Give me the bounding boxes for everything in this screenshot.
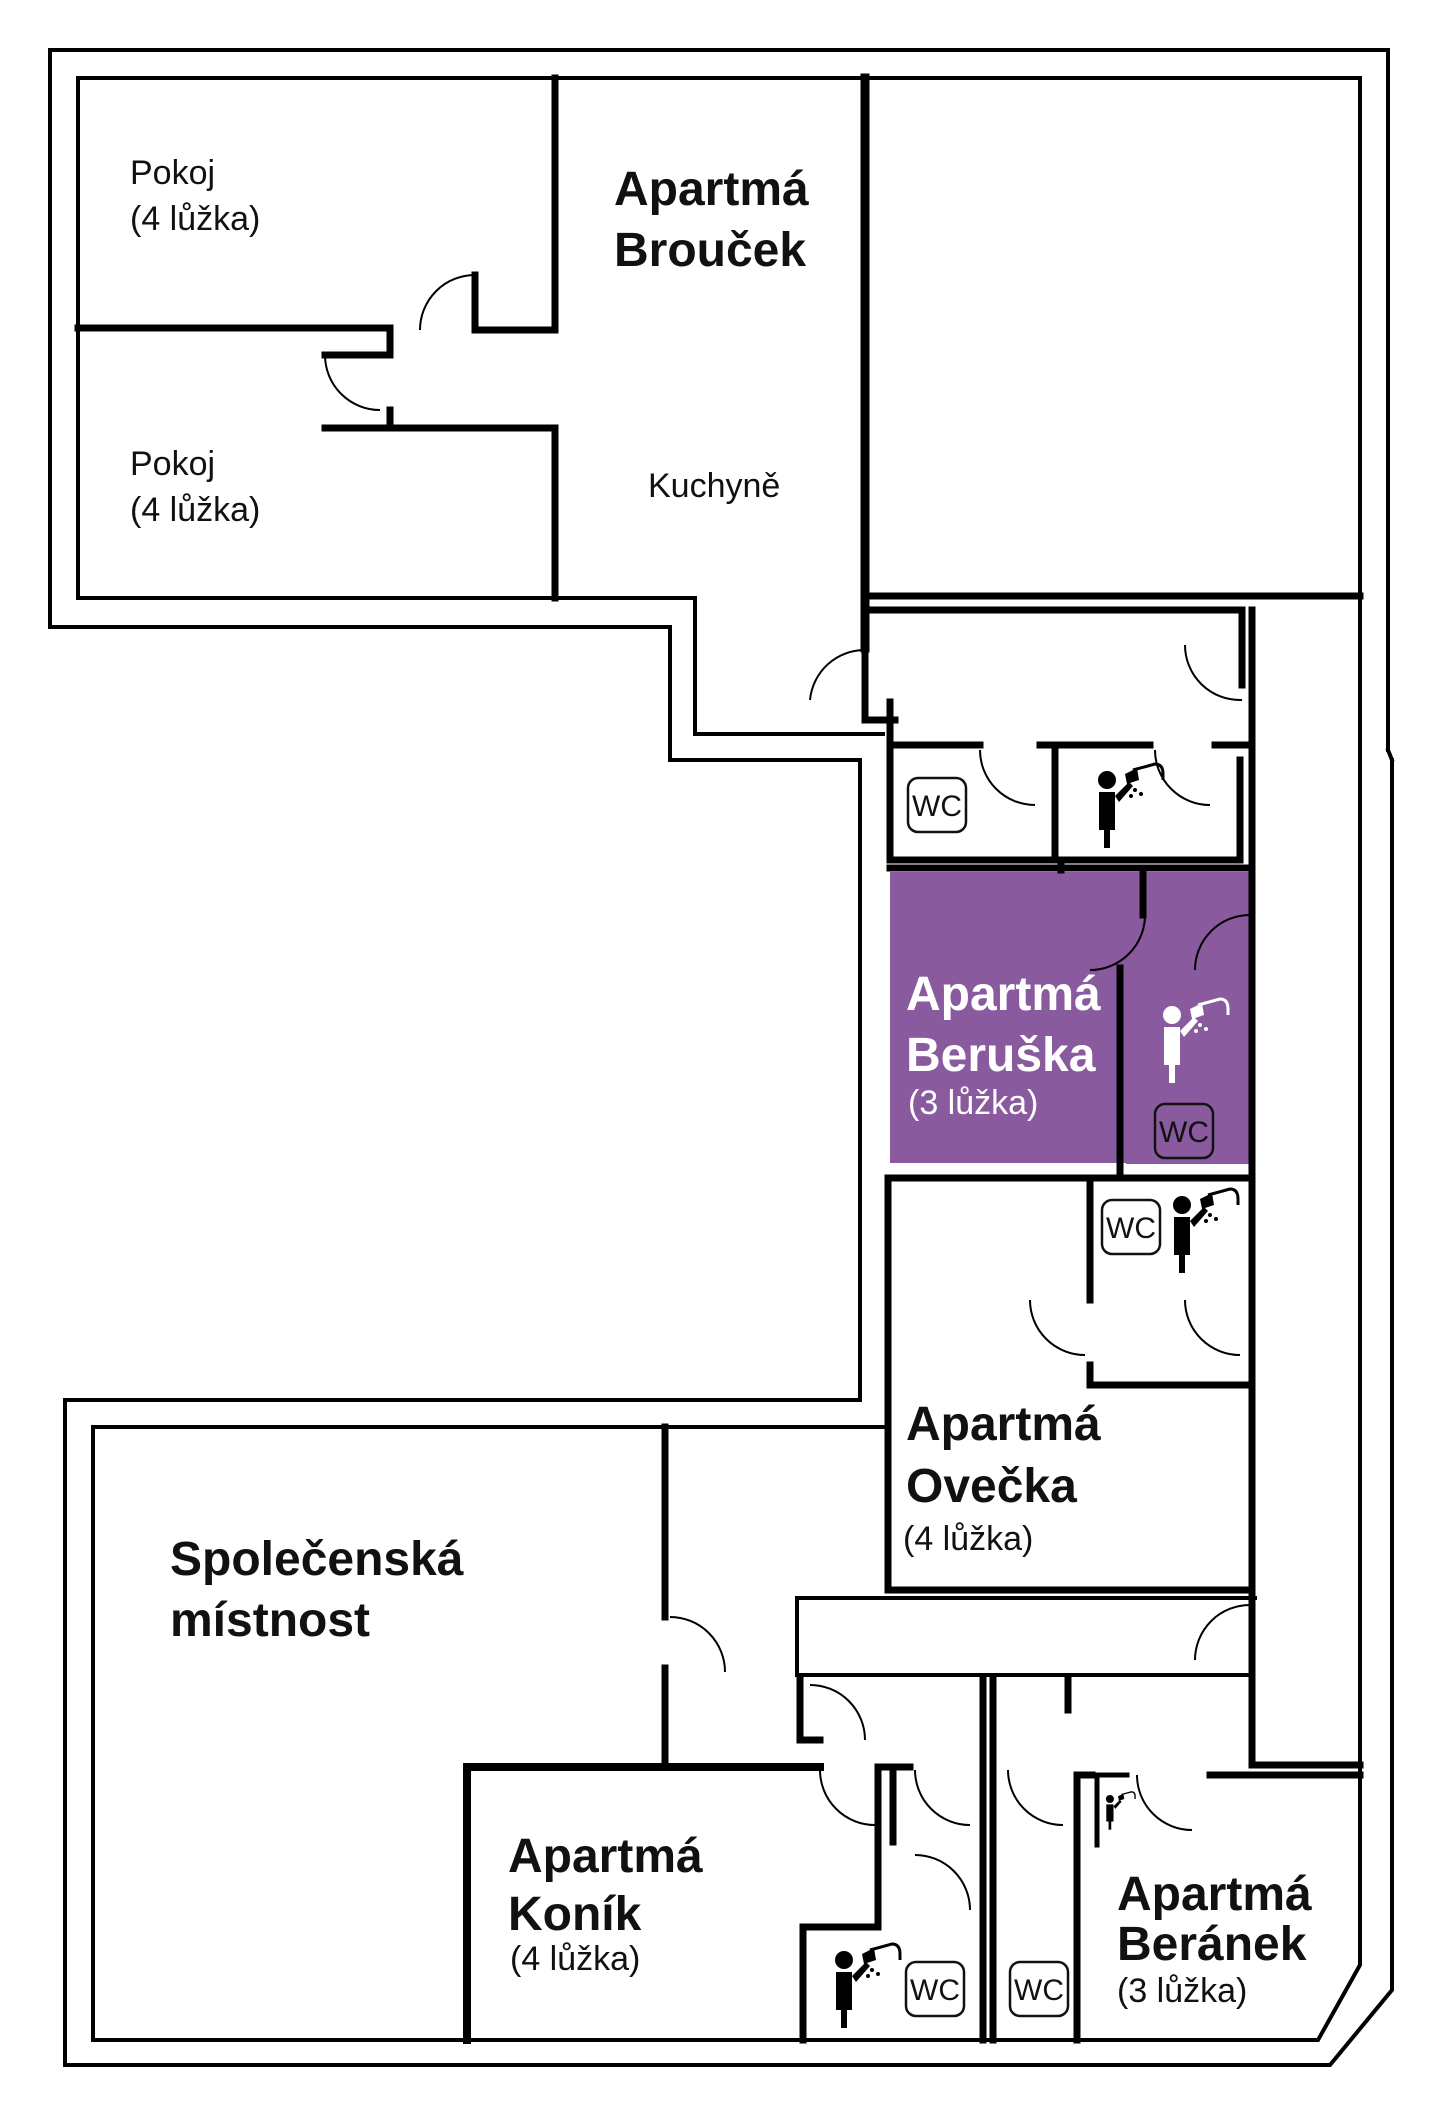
broucek-title-2: Brouček: [614, 224, 806, 277]
door-ovecka-main: [1184, 1299, 1241, 1356]
ovecka-title-2: Ovečka: [906, 1460, 1077, 1513]
beruska-title-1: Apartmá: [906, 968, 1101, 1021]
broucek-title-1: Apartmá: [614, 163, 809, 216]
konik-title-1: Apartmá: [508, 1830, 703, 1883]
kitchen-label: Kuchyně: [648, 467, 780, 505]
beruska-title-2: Beruška: [906, 1029, 1096, 1082]
ovecka-title-1: Apartmá: [906, 1398, 1101, 1451]
wc-icon: WC: [906, 776, 968, 834]
door-pokoj-bottom: [324, 354, 381, 411]
beranek-title-1: Apartmá: [1117, 1868, 1312, 1921]
konik-title-2: Koník: [508, 1888, 642, 1941]
pokoj-bottom-beds: (4 lůžka): [130, 491, 260, 529]
wc-icon: WC: [904, 1960, 966, 2018]
shower-icon: [1173, 1187, 1240, 1273]
door-pokoj-top: [419, 274, 476, 331]
door-broucek: [809, 648, 866, 701]
wc-icon: WC: [1153, 1102, 1215, 1160]
wc-icon: WC: [1100, 1198, 1162, 1256]
svg-text:WC: WC: [1014, 1974, 1064, 2007]
spolecenska-title-2: místnost: [170, 1594, 370, 1647]
room-labels: Pokoj (4 lůžka) Pokoj (4 lůžka) Apartmá …: [130, 154, 1312, 2010]
door-beruska-bath: [1089, 914, 1146, 971]
beruska-highlight: [890, 872, 1190, 1163]
doors: [324, 274, 1251, 1911]
door-konik-corridor: [809, 1684, 866, 1741]
door-shower-1: [1154, 749, 1211, 806]
beruska-bath-fill: [1126, 872, 1250, 1164]
spolecenska-title-1: Společenská: [170, 1533, 464, 1586]
door-corridor-right: [1184, 644, 1243, 702]
svg-text:WC: WC: [912, 790, 962, 823]
beruska-beds: (3 lůžka): [908, 1084, 1038, 1122]
svg-text:WC: WC: [1106, 1212, 1156, 1245]
beranek-title-2: Beránek: [1117, 1918, 1307, 1971]
door-wc-1: [979, 749, 1036, 806]
shower-icon: [835, 1942, 902, 2028]
shower-icon: [1105, 1791, 1136, 1830]
pokoj-bottom-name: Pokoj: [130, 445, 215, 483]
konik-beds: (4 lůžka): [510, 1940, 640, 1978]
door-ovecka-bath: [1029, 1299, 1086, 1356]
ovecka-beds: (4 lůžka): [903, 1520, 1033, 1558]
door-beranek: [1136, 1774, 1193, 1831]
outer-walls: [48, 48, 1395, 2067]
shower-icon: [1098, 762, 1165, 848]
interior-walls: [74, 73, 1364, 2044]
wc-icon: WC: [1008, 1960, 1070, 2018]
door-corridor-lower: [1194, 1604, 1251, 1661]
door-beruska-main: [1194, 914, 1251, 971]
door-konik-bath-1: [914, 1769, 971, 1826]
door-konik-bath-2: [914, 1854, 971, 1911]
wc-badges: WC WC WC WC WC: [904, 776, 1215, 2018]
svg-text:WC: WC: [1159, 1116, 1209, 1149]
pokoj-top-beds: (4 lůžka): [130, 200, 260, 238]
shower-icons: [835, 762, 1240, 2028]
door-konik-main: [819, 1769, 876, 1826]
beranek-beds: (3 lůžka): [1117, 1972, 1247, 2010]
door-spolecenska: [669, 1616, 726, 1673]
door-middle-wc: [1007, 1769, 1064, 1826]
shower-icon: [1163, 997, 1230, 1083]
svg-text:WC: WC: [910, 1974, 960, 2007]
pokoj-top-name: Pokoj: [130, 154, 215, 192]
